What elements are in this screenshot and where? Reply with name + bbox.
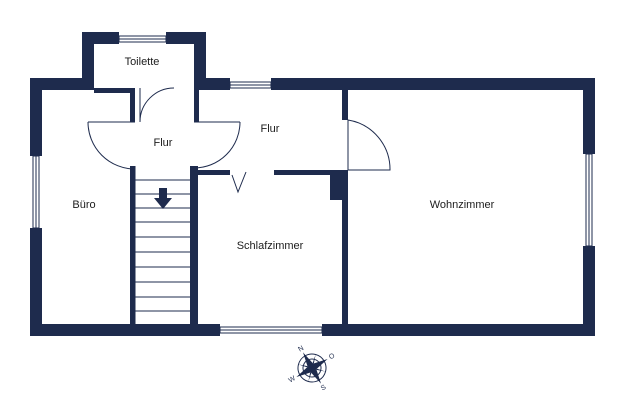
wall-buero-right-lower: [130, 166, 135, 326]
wall-right-upper: [583, 78, 595, 154]
wall-buero-right-upper: [130, 88, 135, 122]
label-wohnzimmer: Wohnzimmer: [430, 199, 495, 211]
compass-rose-icon: N S W O: [288, 345, 337, 393]
wall-top-long: [271, 78, 595, 90]
exterior-walls: [30, 32, 595, 336]
windows: [32, 35, 593, 334]
door-buero: [87, 121, 136, 170]
wall-bottom-right: [322, 324, 595, 336]
wall-toilet-left: [82, 32, 94, 88]
wall-wohn-left-upper: [342, 88, 348, 120]
wall-toilet-right: [194, 32, 206, 88]
wall-toilet-right-lower: [194, 88, 199, 122]
label-toilette: Toilette: [125, 56, 160, 68]
wall-buero-left-upper: [30, 78, 42, 156]
wall-stair-right: [190, 166, 198, 326]
wall-right-lower: [583, 246, 595, 336]
compass-s: S: [320, 384, 328, 393]
wall-schlaf-top-left: [194, 170, 230, 175]
wall-wohn-left-lower: [342, 170, 348, 326]
label-buero: Büro: [72, 199, 95, 211]
label-flur-2: Flur: [261, 123, 280, 135]
door-schlafzimmer: [231, 171, 247, 194]
wall-schlaf-top-right: [274, 170, 346, 175]
door-flur-right: [193, 121, 241, 169]
label-flur-1: Flur: [154, 137, 173, 149]
compass-w: W: [288, 375, 298, 385]
doors: [87, 87, 391, 194]
wall-buero-left-lower: [30, 228, 42, 336]
chimney: [330, 170, 348, 200]
wall-toilet-bottom: [94, 88, 134, 93]
compass-o: O: [328, 352, 337, 361]
compass-n: N: [297, 345, 305, 354]
interior-walls: [94, 88, 348, 326]
door-toilette: [139, 87, 175, 123]
door-wohnzimmer: [347, 119, 391, 171]
wall-buero-top: [30, 78, 94, 90]
wall-top-flur: [194, 78, 230, 90]
label-schlafzimmer: Schlafzimmer: [237, 240, 304, 252]
wall-bottom-left: [30, 324, 220, 336]
room-labels: Toilette Flur Flur Büro Schlafzimmer Woh…: [72, 56, 494, 252]
staircase: [134, 166, 190, 324]
stair-arrow-icon: [154, 188, 172, 209]
